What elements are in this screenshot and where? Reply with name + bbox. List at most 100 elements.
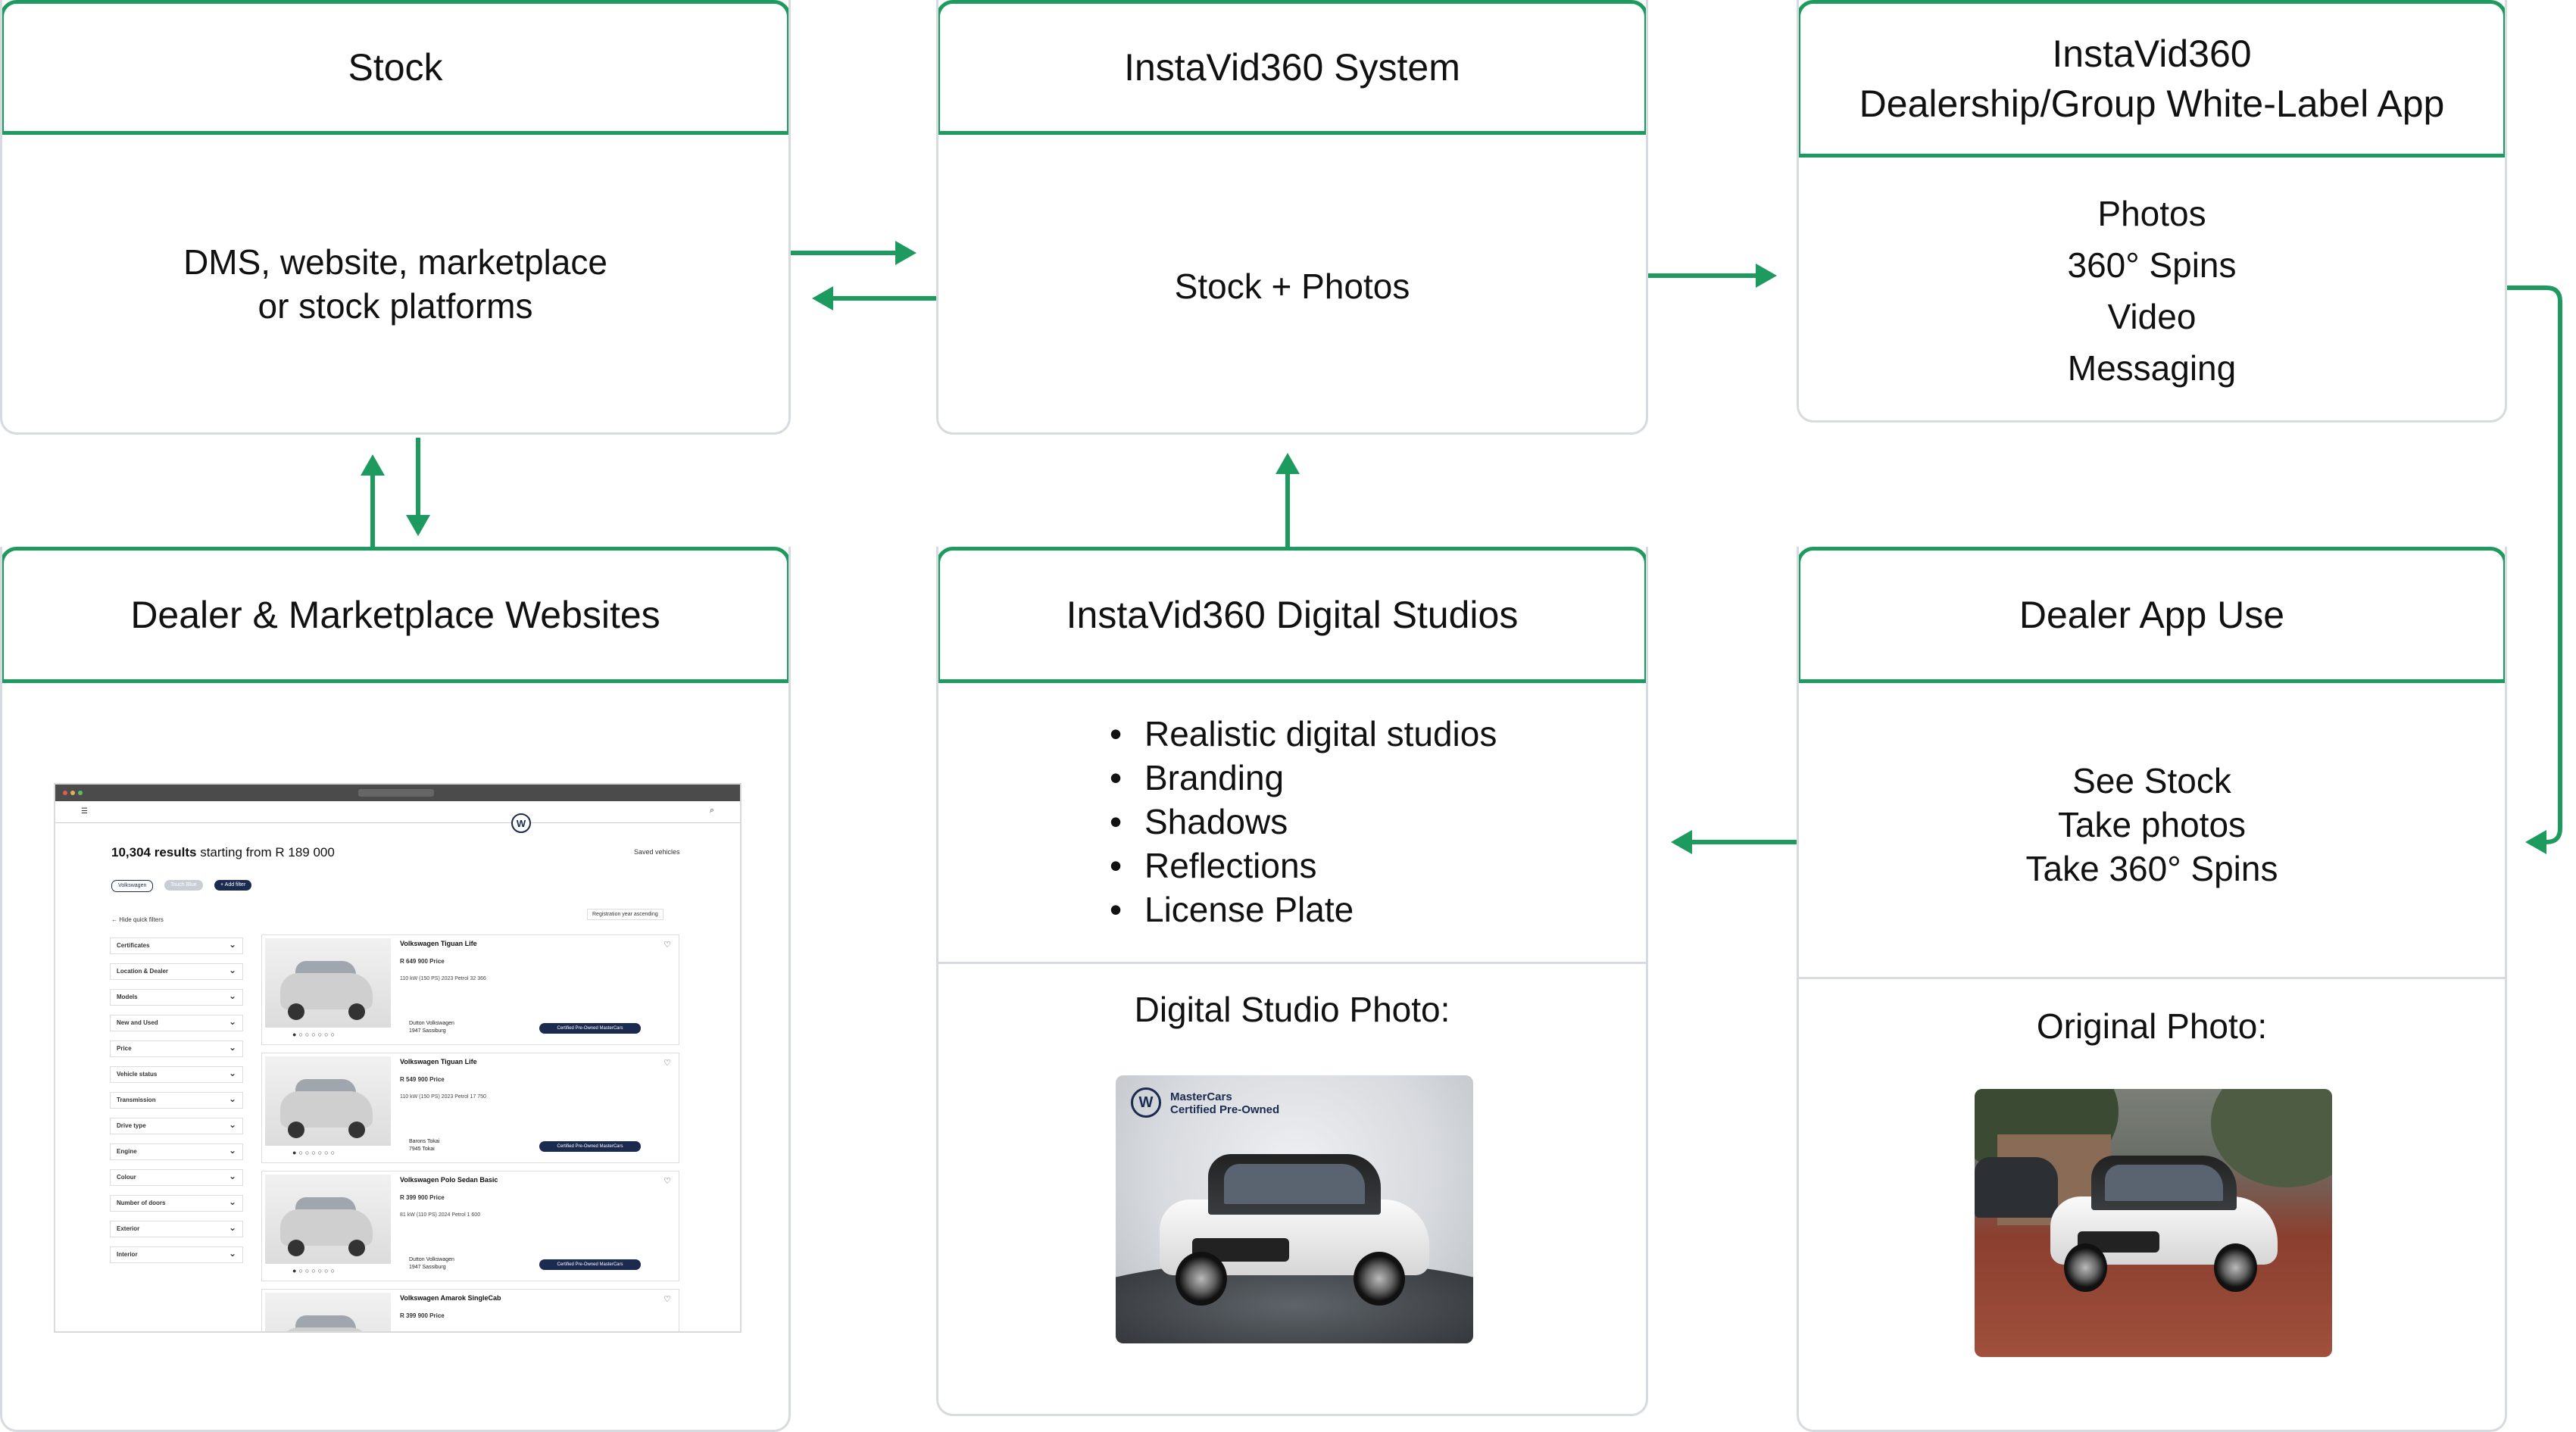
brand-line2: Certified Pre-Owned (1170, 1103, 1280, 1116)
favorite-heart-icon[interactable]: ♡ (664, 1059, 671, 1068)
app-body-video: Video (2107, 297, 2197, 336)
studios-feature-list: Realistic digital studios Branding Shado… (1110, 712, 1497, 931)
studio-car (1160, 1140, 1429, 1309)
listing-car-image (265, 1175, 391, 1264)
app-body-spins: 360° Spins (2067, 245, 2237, 285)
listing-title: Volkswagen Polo Sedan Basic (400, 1176, 498, 1184)
dealer-app-divider (1799, 977, 2505, 979)
filter-drive-type[interactable]: Drive type (110, 1117, 243, 1134)
feature-shadows: Shadows (1110, 800, 1497, 844)
dealer-app-body: See Stock Take photos Take 360° Spins (1799, 759, 2505, 891)
menu-icon[interactable]: ☰ (81, 807, 88, 816)
dealer-app-take-spins: Take 360° Spins (2025, 849, 2278, 888)
carousel-dots[interactable]: ●○○○○○○ (292, 1149, 338, 1156)
original-photo (1975, 1089, 2332, 1357)
filter-chip-colour[interactable]: Touch Blue (164, 880, 203, 891)
listing-car-image (265, 1056, 391, 1146)
listing-title: Volkswagen Tiguan Life (400, 1058, 477, 1065)
websites-title: Dealer & Marketplace Websites (130, 594, 660, 636)
filter-interior[interactable]: Interior (110, 1246, 243, 1263)
app-body: Photos 360° Spins Video Messaging (1799, 188, 2505, 394)
carousel-dots[interactable]: ●○○○○○○ (292, 1031, 338, 1038)
listing-location: 7945 Tokai (409, 1147, 435, 1152)
system-body: Stock + Photos (1174, 267, 1410, 306)
certified-badge: Certified Pre-Owned MasterCars (539, 1141, 641, 1152)
stock-title: Stock (348, 46, 443, 89)
filter-engine[interactable]: Engine (110, 1143, 243, 1160)
filter-transmission[interactable]: Transmission (110, 1091, 243, 1109)
listing-dealer: Dutton Volkswagen 1947 Sassiburg (409, 1020, 454, 1035)
certified-badge: Certified Pre-Owned MasterCars (539, 1023, 641, 1034)
listing-location: 1947 Sassiburg (409, 1028, 446, 1034)
filter-models[interactable]: Models (110, 988, 243, 1006)
filter-price[interactable]: Price (110, 1040, 243, 1057)
filter-exterior[interactable]: Exterior (110, 1220, 243, 1237)
arrow-app-to-dealerapp (2507, 285, 2562, 844)
brand-line1: MasterCars (1170, 1090, 1232, 1103)
listing-card[interactable]: Volkswagen Tiguan Life R 649 900 Price 1… (261, 934, 679, 1045)
stock-body-line2: or stock platforms (258, 286, 533, 326)
listing-car-image (265, 1293, 391, 1331)
listing-price: R 399 900 Price (400, 1312, 445, 1319)
filter-location-dealer[interactable]: Location & Dealer (110, 962, 243, 980)
nav-divider (55, 822, 740, 823)
favorite-heart-icon[interactable]: ♡ (664, 1177, 671, 1186)
listing-price: R 649 900 Price (400, 958, 445, 965)
listing-dealer-name: Dutton Volkswagen (409, 1021, 454, 1026)
feature-license-plate: License Plate (1110, 888, 1497, 931)
feature-reflections: Reflections (1110, 844, 1497, 888)
listing-title: Volkswagen Tiguan Life (400, 940, 477, 947)
filter-colour[interactable]: Colour (110, 1168, 243, 1186)
window-close-dot (63, 791, 67, 795)
studios-divider (938, 962, 1646, 964)
websites-header: Dealer & Marketplace Websites (2, 547, 788, 683)
dealer-app-header: Dealer App Use (1799, 547, 2505, 683)
app-body-photos: Photos (2097, 194, 2206, 233)
results-suffix: starting from R 189 000 (196, 845, 335, 860)
window-min-dot (70, 791, 75, 795)
listing-specs: 110 kW (150 PS) 2023 Petrol 32 366 (400, 976, 486, 981)
sort-dropdown[interactable]: Registration year ascending (587, 909, 664, 920)
digital-studio-photo-title: Digital Studio Photo: (1134, 990, 1450, 1029)
vw-logo-icon: W (1131, 1087, 1161, 1118)
dealer-app-title: Dealer App Use (2019, 594, 2285, 636)
saved-vehicles-link[interactable]: Saved vehicles (634, 848, 680, 856)
listing-title: Volkswagen Amarok SingleCab (400, 1294, 501, 1302)
app-title-line1: InstaVid360 (2052, 33, 2252, 75)
website-mock: ☰ ⌕ W 10,304 results starting from R 189… (54, 783, 742, 1333)
app-body-messaging: Messaging (2067, 348, 2237, 388)
studios-title: InstaVid360 Digital Studios (1066, 594, 1519, 636)
certified-badge: Certified Pre-Owned MasterCars (539, 1259, 641, 1270)
filter-certificates[interactable]: Certificates (110, 937, 243, 954)
results-count: 10,304 results (111, 845, 197, 860)
favorite-heart-icon[interactable]: ♡ (664, 1295, 671, 1304)
app-header: InstaVid360 Dealership/Group White-Label… (1799, 0, 2505, 158)
stock-header: Stock (2, 0, 788, 135)
listing-card[interactable]: Volkswagen Polo Sedan Basic R 399 900 Pr… (261, 1171, 679, 1281)
filter-number-of-doors[interactable]: Number of doors (110, 1194, 243, 1212)
search-icon[interactable]: ⌕ (709, 806, 714, 815)
studio-brand-text: MasterCars Certified Pre-Owned (1170, 1090, 1279, 1116)
hide-quick-filters-link[interactable]: ← Hide quick filters (111, 916, 164, 923)
carousel-dots[interactable]: ●○○○○○○ (292, 1267, 338, 1274)
dealer-app-box: Dealer App Use See Stock Take photos Tak… (1797, 547, 2507, 1432)
feature-realistic-studios: Realistic digital studios (1110, 712, 1497, 756)
listing-card[interactable]: Volkswagen Tiguan Life R 549 900 Price 1… (261, 1053, 679, 1163)
stock-body-line1: DMS, website, marketplace (183, 242, 607, 282)
listing-specs: 81 kW (110 PS) 2024 Petrol 1 600 (400, 1212, 481, 1218)
digital-studio-photo: W MasterCars Certified Pre-Owned (1116, 1075, 1473, 1343)
filter-vehicle-status[interactable]: Vehicle status (110, 1065, 243, 1083)
address-bar[interactable] (358, 789, 434, 797)
favorite-heart-icon[interactable]: ♡ (664, 941, 671, 950)
filter-new-used[interactable]: New and Used (110, 1014, 243, 1031)
results-summary: 10,304 results starting from R 189 000 (111, 845, 335, 860)
browser-bar (55, 785, 740, 801)
add-filter-button[interactable]: + Add filter (214, 880, 252, 891)
listing-car-image (265, 938, 391, 1028)
listing-card[interactable]: Volkswagen Amarok SingleCab R 399 900 Pr… (261, 1289, 679, 1331)
filter-chip-brand[interactable]: Volkswagen (111, 880, 154, 892)
dealer-app-take-photos: Take photos (2057, 805, 2247, 844)
